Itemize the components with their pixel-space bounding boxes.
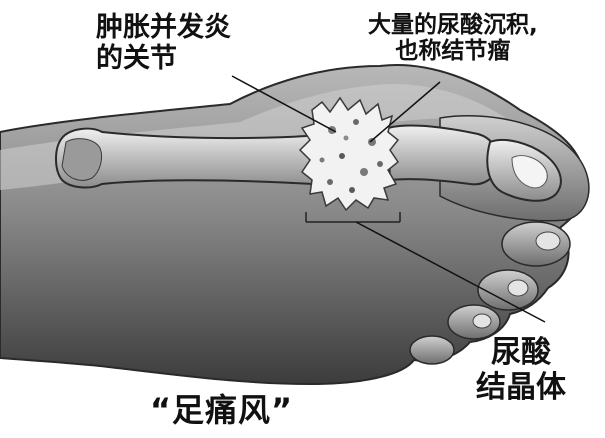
toenail-third: [508, 280, 528, 296]
toe-fifth: [410, 336, 454, 364]
metatarsal-bone: [56, 129, 335, 188]
label-deposit-line1: 大量的尿酸沉积,: [368, 12, 538, 38]
label-swollen-line2: 的关节: [96, 43, 231, 74]
label-uric-acid-deposit: 大量的尿酸沉积, 也称结节瘤: [368, 12, 538, 65]
label-crystals-line2: 结晶体: [476, 371, 566, 406]
label-swollen-line1: 肿胀并发炎: [96, 12, 231, 43]
toenail-second: [536, 232, 560, 250]
label-deposit-line2: 也称结节瘤: [368, 38, 538, 64]
label-swollen-inflamed-joint: 肿胀并发炎 的关节: [96, 12, 231, 74]
toenail-fourth: [473, 314, 491, 328]
figure-title: “足痛风”: [150, 392, 293, 429]
label-crystals-line1: 尿酸: [476, 336, 566, 371]
label-uric-acid-crystals: 尿酸 结晶体: [476, 336, 566, 405]
